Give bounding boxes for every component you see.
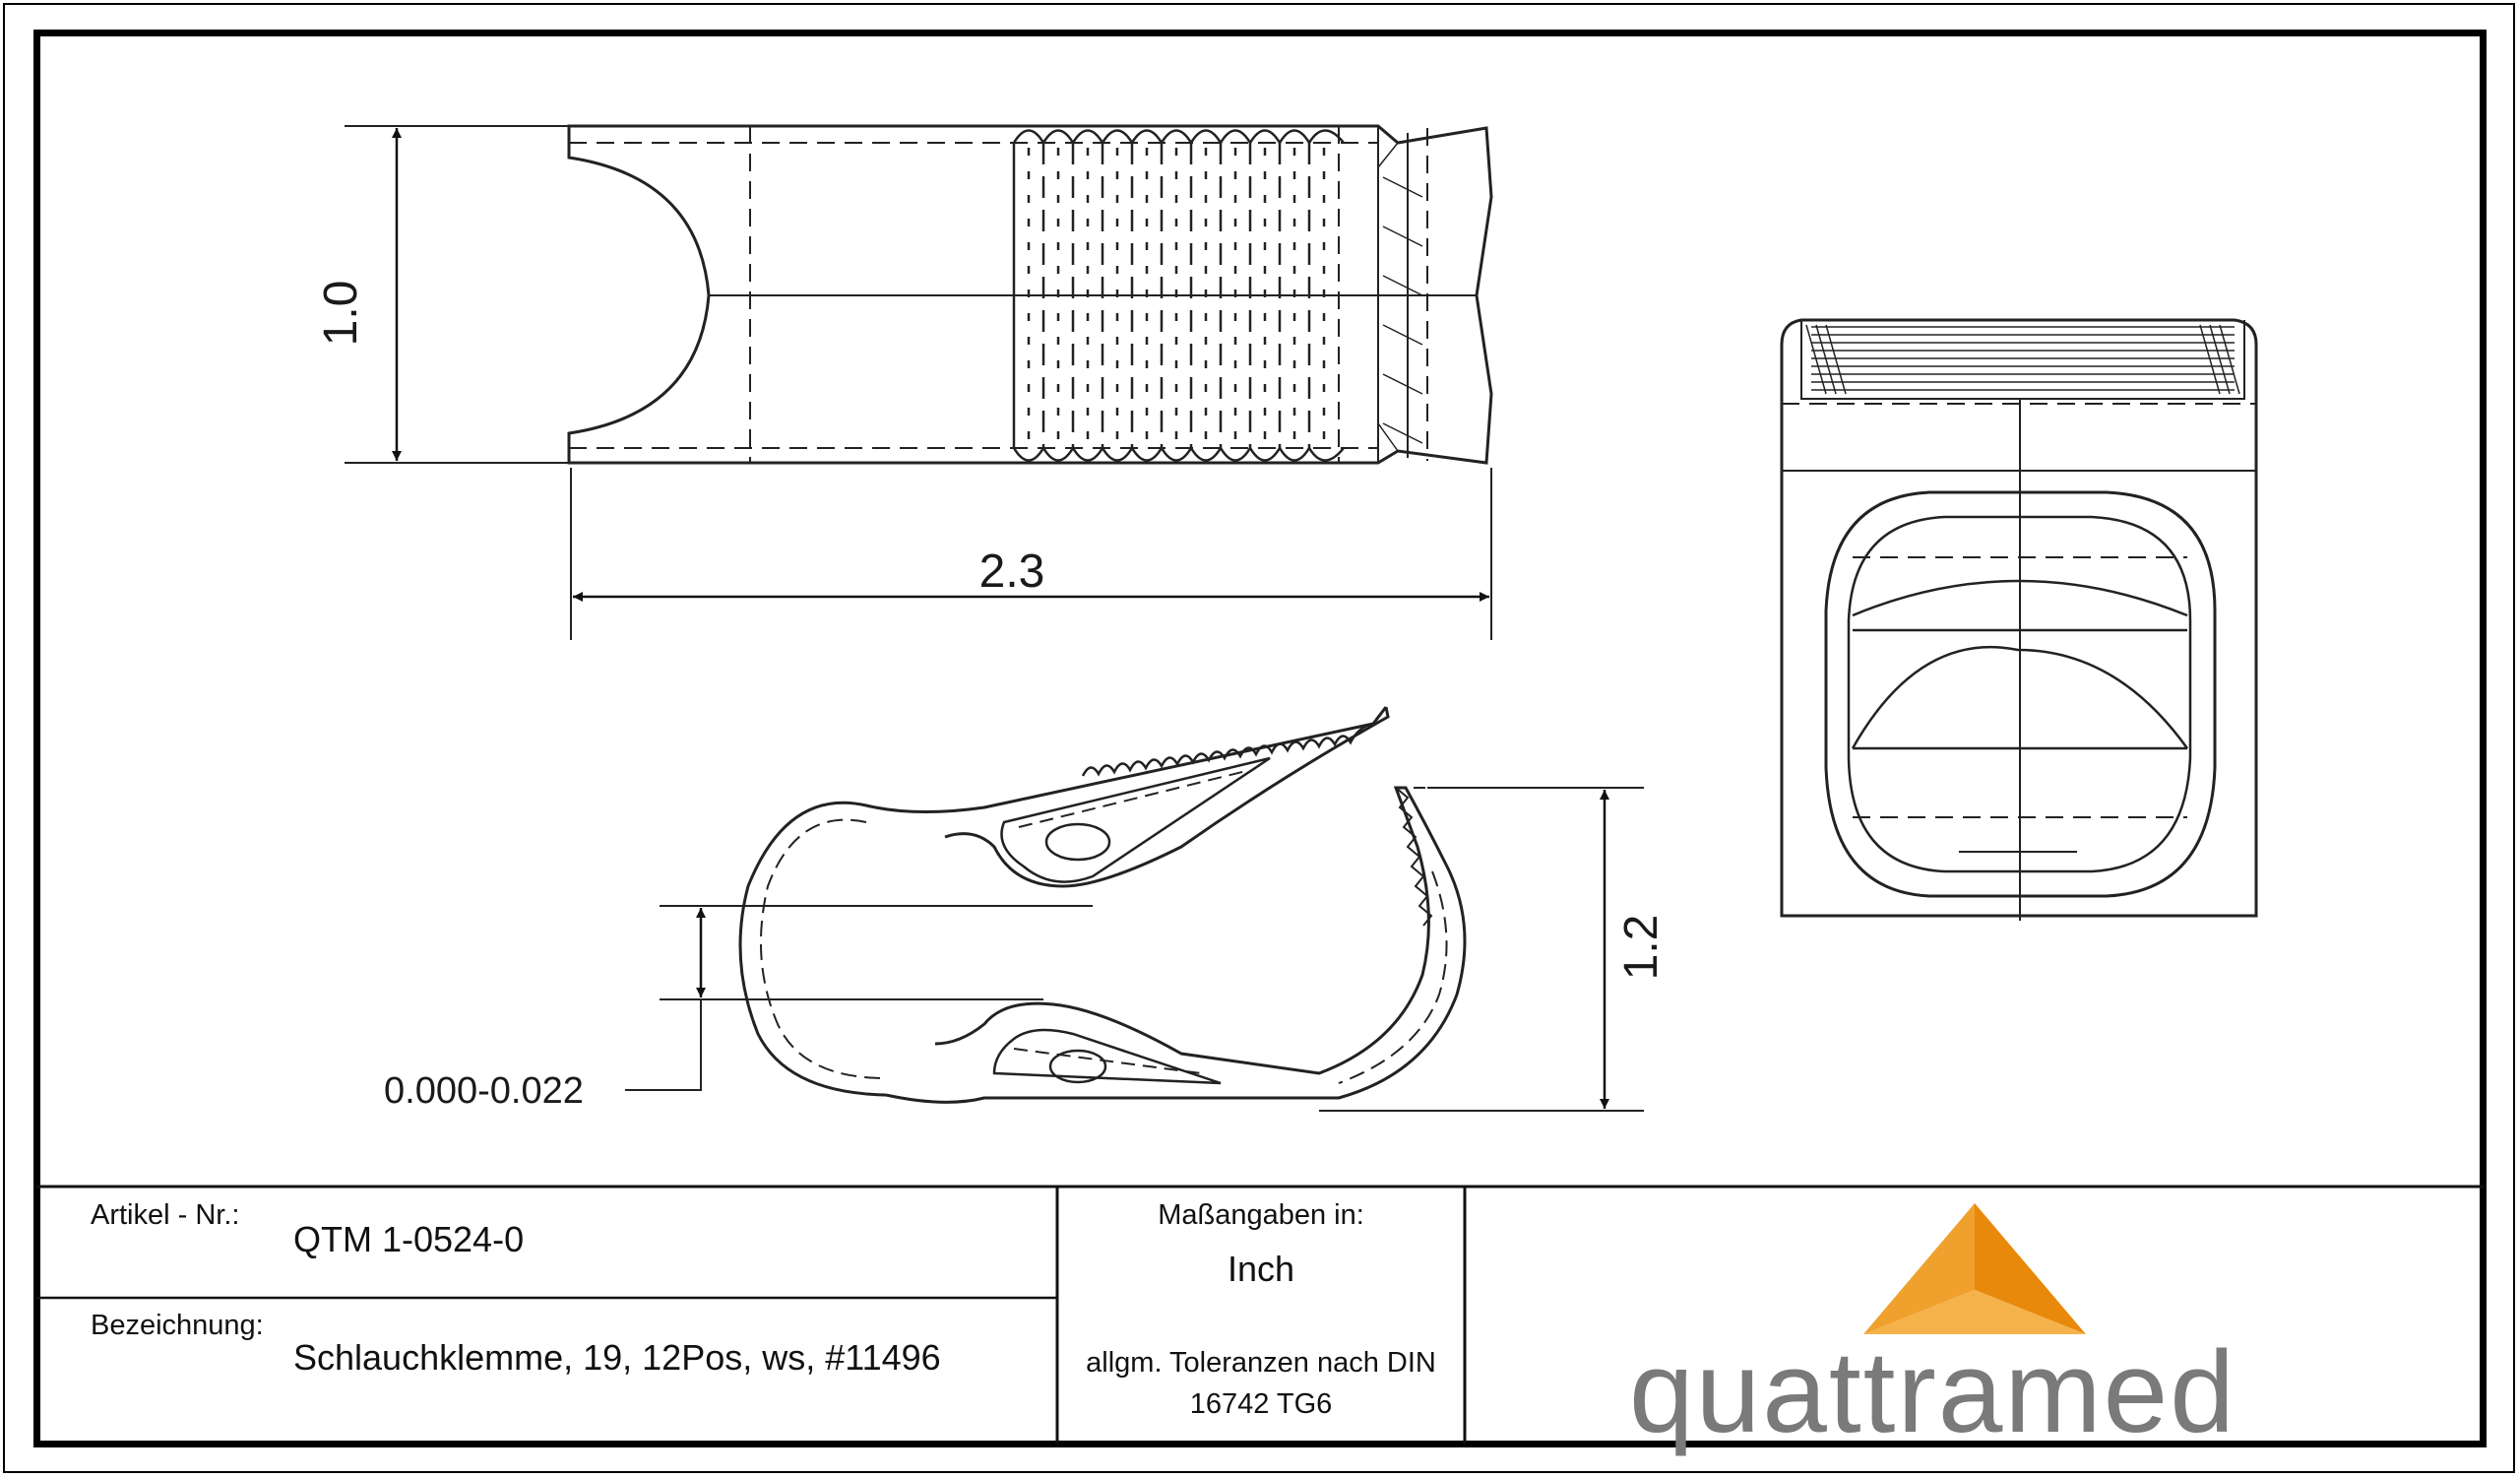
top-view bbox=[345, 124, 1493, 640]
dimension-opening-label: 1.2 bbox=[1615, 915, 1668, 981]
designation-value: Schlauchklemme, 19, 12Pos, ws, #11496 bbox=[293, 1337, 941, 1378]
article-number-value: QTM 1-0524-0 bbox=[293, 1219, 525, 1259]
quattramed-logo-text: quattramed bbox=[1629, 1327, 2236, 1457]
drawing-frame-outer bbox=[3, 3, 2515, 1473]
designation-label: Bezeichnung: bbox=[91, 1310, 264, 1341]
side-view bbox=[625, 706, 1644, 1112]
dimension-tolerance-label: 0.000-0.022 bbox=[384, 1070, 584, 1112]
drawing-sheet bbox=[33, 30, 2487, 1447]
dimension-length-label: 2.3 bbox=[979, 546, 1045, 598]
title-block-grid bbox=[36, 1185, 2484, 1444]
tolerance-line-1: allgm. Toleranzen nach DIN bbox=[1086, 1347, 1436, 1379]
units-label: Maßangaben in: bbox=[1158, 1199, 1364, 1231]
quattramed-logo-mark bbox=[1863, 1203, 2086, 1334]
dimension-height-label: 1.0 bbox=[315, 281, 367, 347]
article-number-label: Artikel - Nr.: bbox=[91, 1199, 240, 1231]
end-view bbox=[1780, 318, 2258, 921]
units-value: Inch bbox=[1227, 1249, 1295, 1289]
tolerance-line-2: 16742 TG6 bbox=[1189, 1388, 1333, 1420]
